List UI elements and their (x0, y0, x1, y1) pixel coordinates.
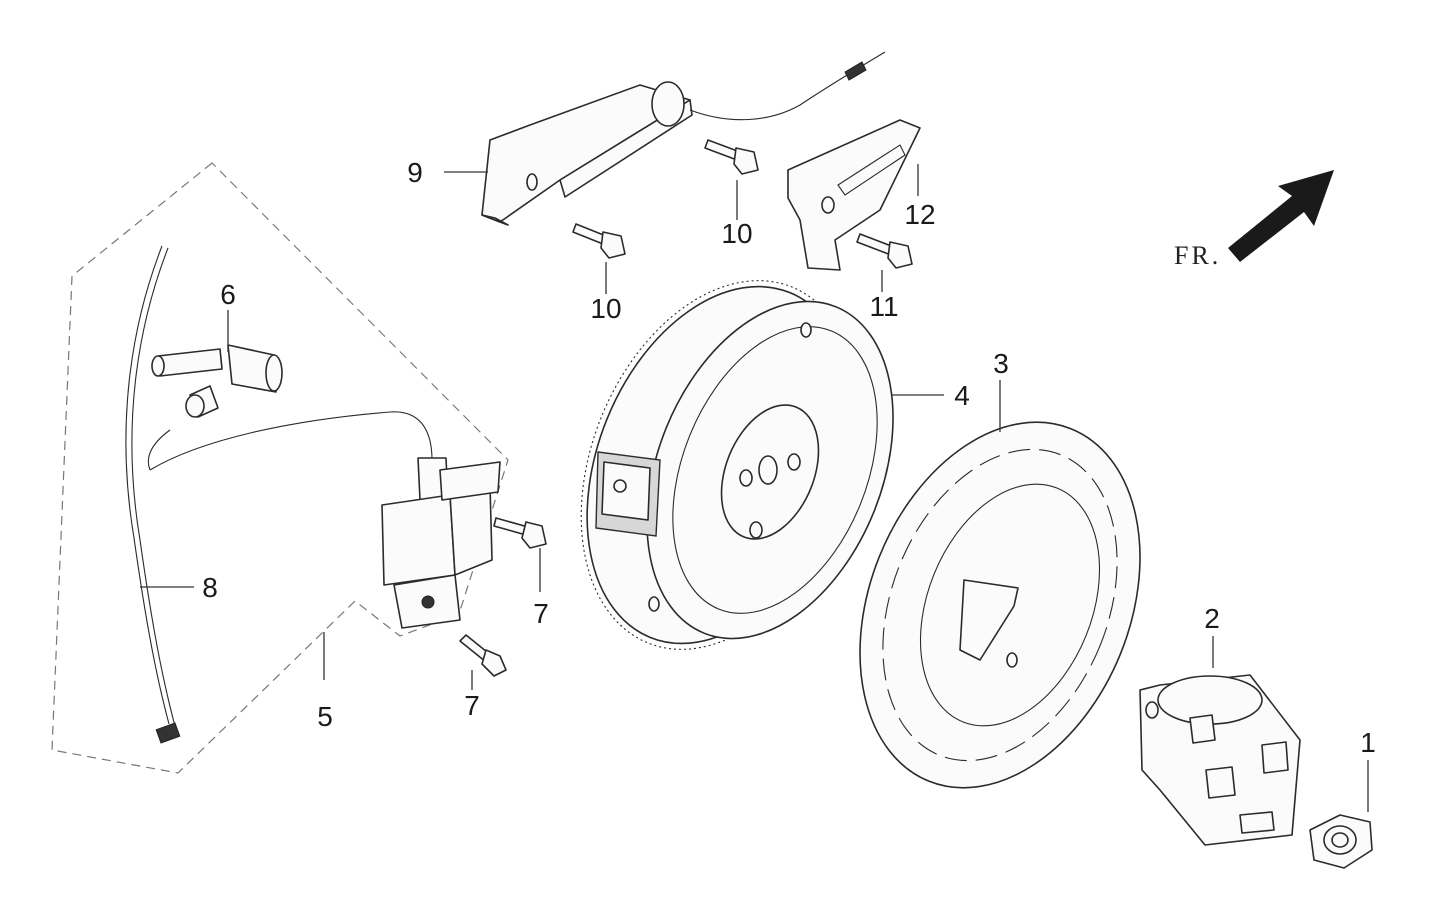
front-direction-arrow-icon (1228, 170, 1334, 262)
part-10-bolt-upper (704, 139, 759, 175)
callout-12: 12 (904, 199, 935, 230)
callout-1: 1 (1360, 727, 1376, 758)
part-9-pulser-coil (481, 51, 886, 226)
part-6-spark-plug-cap (151, 344, 283, 418)
callout-5: 5 (317, 701, 333, 732)
part-4-flywheel (580, 280, 894, 650)
part-12-bracket (787, 119, 921, 271)
part-7-bolt-upper (493, 517, 547, 549)
callout-2: 2 (1204, 603, 1220, 634)
part-3-cooling-fan (859, 421, 1141, 789)
part-7-bolt-lower (459, 634, 507, 677)
callout-9: 9 (407, 157, 423, 188)
callout-7-lower: 7 (464, 690, 480, 721)
callout-6: 6 (220, 279, 236, 310)
part-1-flange-nut (1309, 814, 1373, 869)
callout-10-lower: 10 (590, 293, 621, 324)
front-direction-label: FR. (1174, 241, 1221, 270)
part-10-bolt-lower (572, 223, 626, 259)
part-11-bolt (856, 233, 913, 269)
callout-10-upper: 10 (721, 218, 752, 249)
leader-lines (140, 164, 1369, 812)
callout-3: 3 (993, 348, 1009, 379)
part-5-ignition-coil (147, 411, 501, 629)
callout-11: 11 (869, 291, 898, 322)
callout-8: 8 (202, 572, 218, 603)
part-2-starter-cup (1139, 674, 1301, 846)
callout-7-upper: 7 (533, 598, 549, 629)
ignition-assembly-boundary (51, 162, 509, 774)
callout-4: 4 (954, 380, 970, 411)
part-8-wire (125, 245, 181, 744)
